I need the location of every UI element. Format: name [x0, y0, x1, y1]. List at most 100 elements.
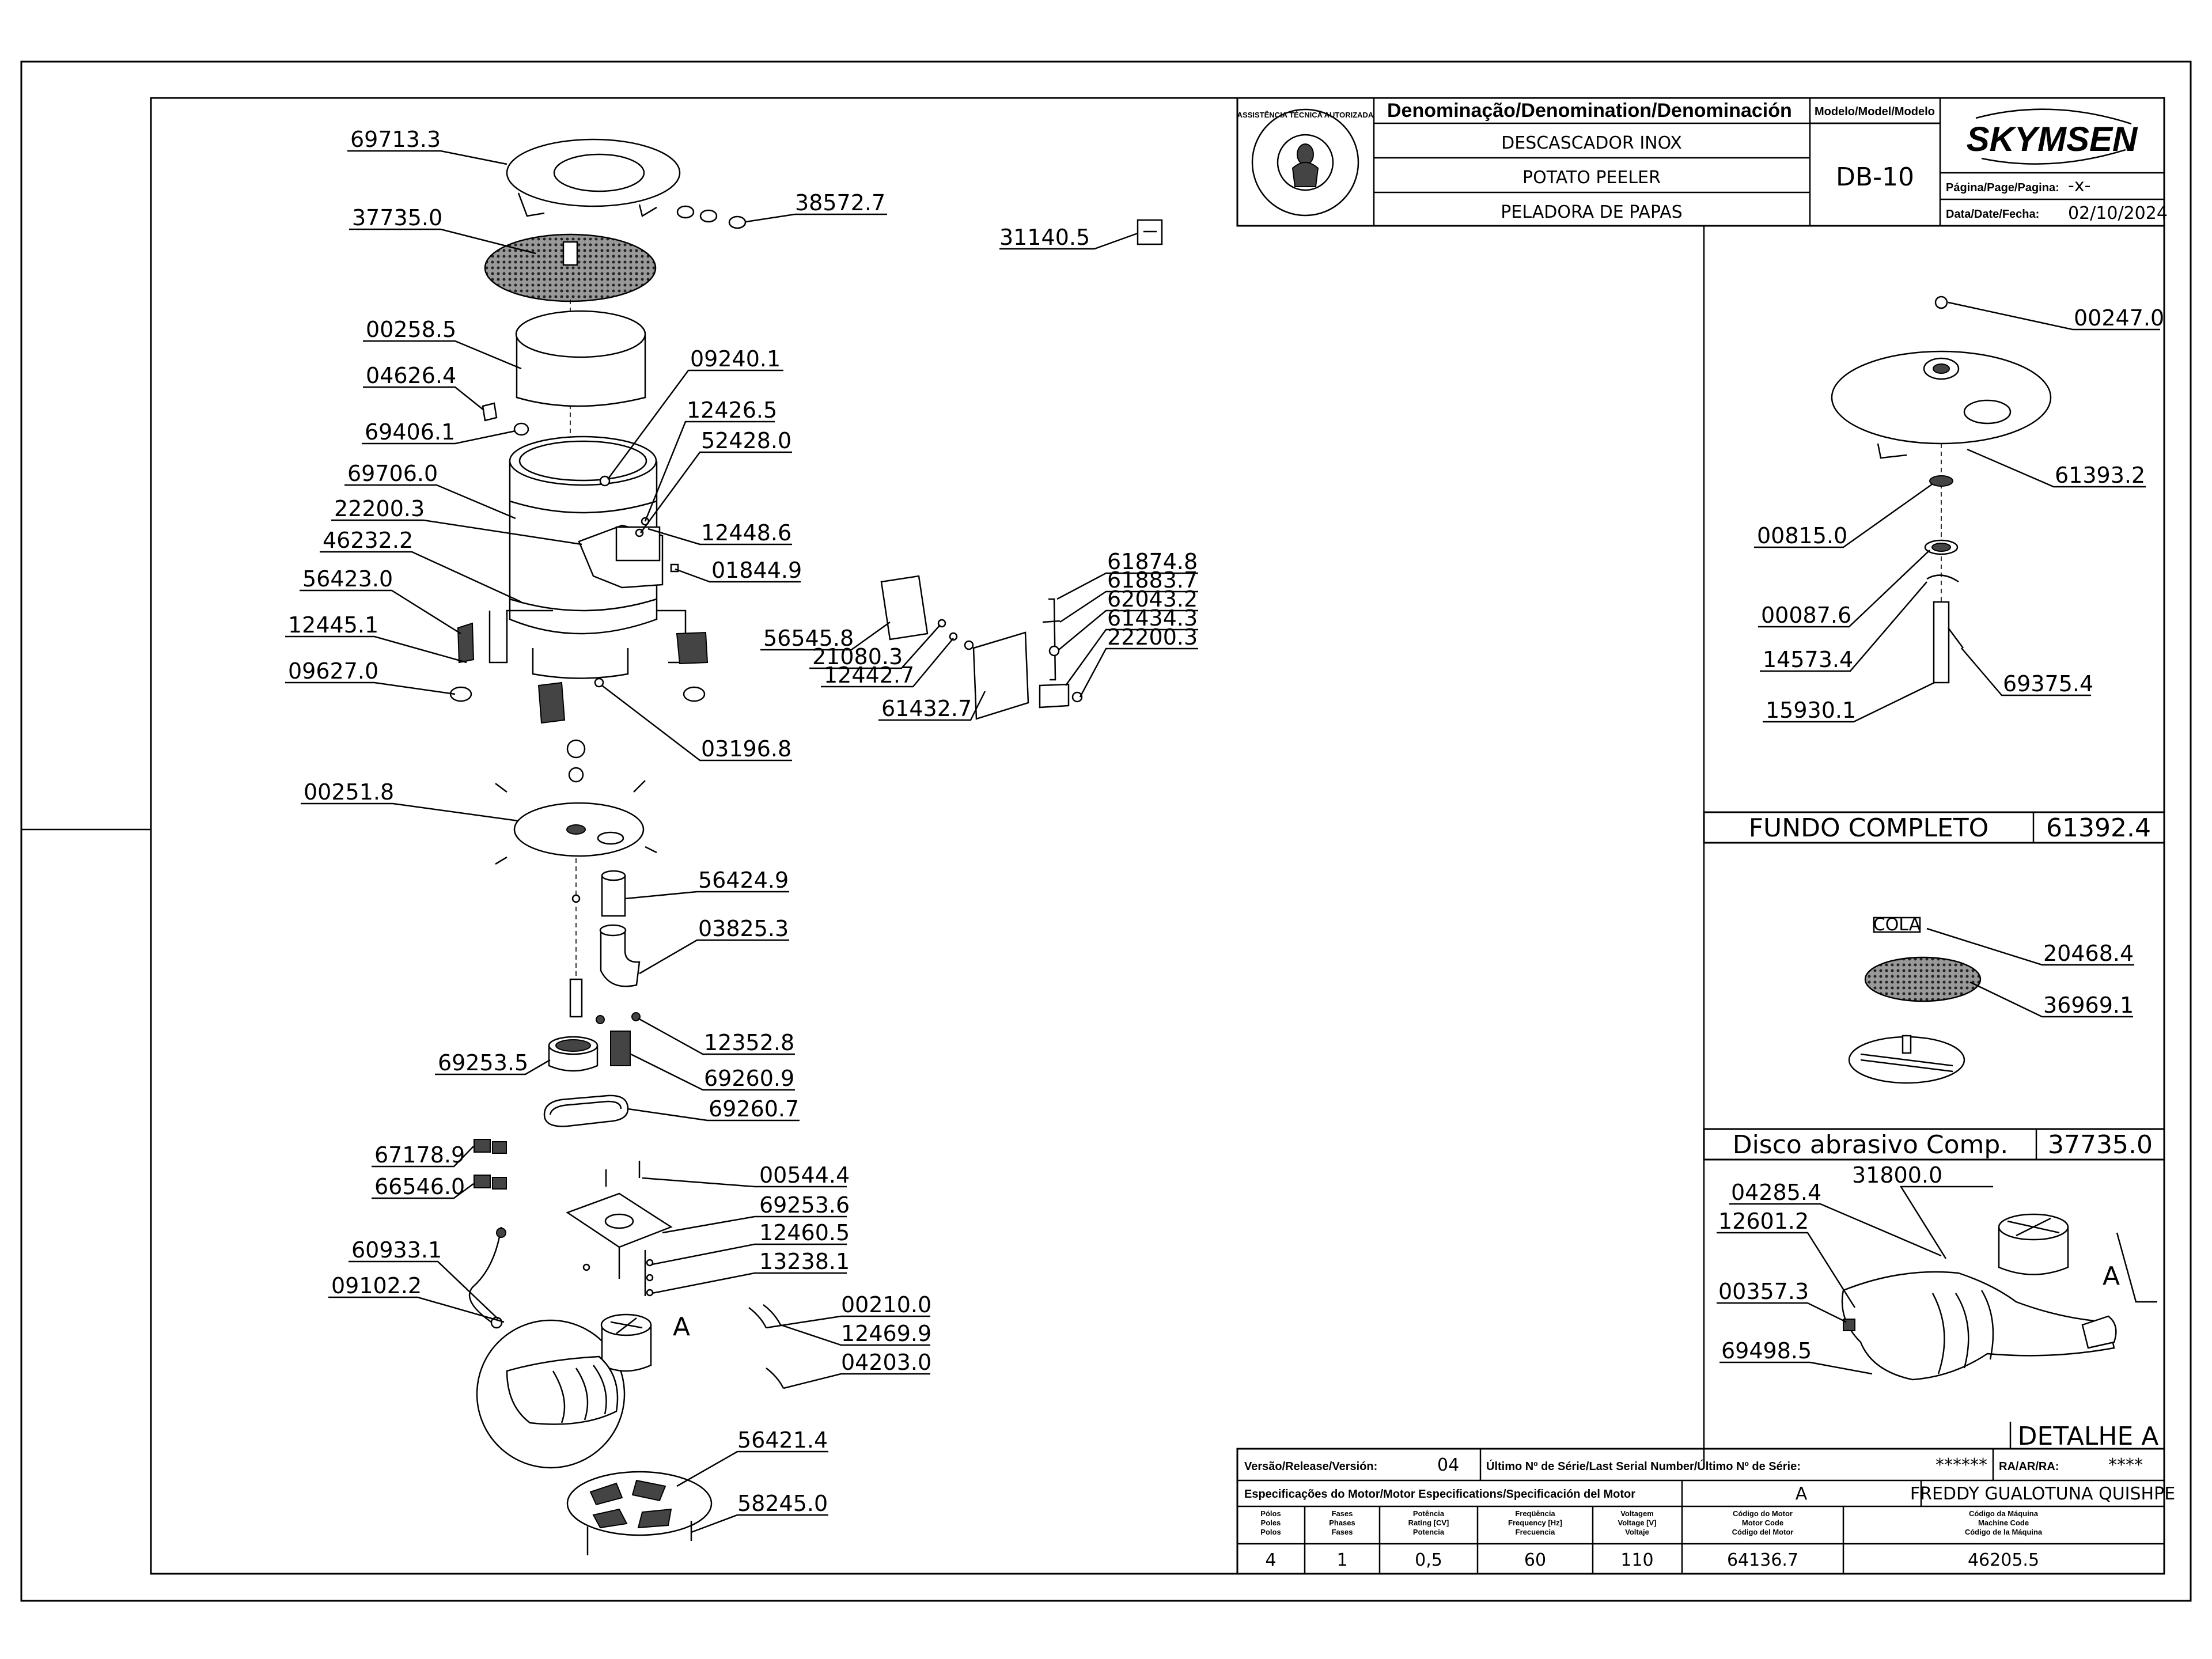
footer-table: Versão/Release/Versión: 04 Último Nº de … — [1236, 1448, 2175, 1575]
seal-text: ASSISTÊNCIA TÉCNICA AUTORIZADA — [1237, 111, 1374, 119]
label-37735-0: 37735.0 — [352, 205, 442, 230]
label-61883-7: 61883.7 — [1107, 567, 1198, 593]
col-voltage-h1: Voltagem — [1620, 1509, 1654, 1518]
label-56545-8: 56545.8 — [763, 626, 854, 651]
title-block: ASSISTÊNCIA TÉCNICA AUTORIZADA Denominaç… — [1236, 97, 2168, 227]
disco-abrasivo-panel: COLA 20468.4 36969.1 Disco abrasivo Comp… — [1703, 915, 2165, 1161]
detalhe-title: DETALHE A — [2018, 1422, 2159, 1451]
motor-spec-value: A — [1796, 1484, 1808, 1504]
label-03196-8: 03196.8 — [701, 736, 791, 762]
label-69260-9: 69260.9 — [704, 1066, 794, 1091]
col-machine-code-h1: Código da Máquina — [1969, 1509, 2039, 1518]
label-61874-8: 61874.8 — [1107, 549, 1198, 574]
label-00247-0: 00247.0 — [2074, 305, 2164, 331]
date-label: Data/Date/Fecha: — [1946, 208, 2039, 221]
label-56421-4: 56421.4 — [737, 1427, 828, 1453]
label-60933-1: 60933.1 — [351, 1237, 442, 1263]
label-69498-5: 69498.5 — [1721, 1338, 1812, 1363]
label-61434-3: 61434.3 — [1107, 605, 1198, 631]
label-22200-3-b: 22200.3 — [1107, 624, 1198, 650]
label-12469-9: 12469.9 — [841, 1321, 931, 1346]
label-61393-2: 61393.2 — [2055, 463, 2145, 488]
label-31800-0: 31800.0 — [1852, 1162, 1942, 1188]
label-01844-9: 01844.9 — [711, 558, 802, 583]
label-31140-5: 31140.5 — [999, 225, 1090, 250]
label-15930-1: 15930.1 — [1766, 698, 1856, 723]
col-phases-h3: Fases — [1332, 1528, 1353, 1536]
label-12601-2: 12601.2 — [1718, 1209, 1809, 1234]
abrasive-mesh — [1864, 956, 1982, 1002]
fundo-completo-panel: 00247.0 61393.2 00815.0 00087.6 14573.4 … — [1703, 226, 2165, 1463]
name-pt: DESCASCADOR INOX — [1501, 133, 1682, 153]
version-label: Versão/Release/Versión: — [1244, 1460, 1377, 1473]
col-motor-code-h3: Código del Motor — [1732, 1528, 1794, 1536]
label-00251-8: 00251.8 — [304, 779, 394, 805]
skymsen-logo: SKYMSEN — [1967, 108, 2138, 165]
col-motor-code-value: 64136.7 — [1727, 1550, 1798, 1570]
label-46232-2: 46232.2 — [323, 528, 413, 553]
label-04203-0: 04203.0 — [841, 1350, 931, 1375]
page-label: Página/Page/Pagina: — [1946, 181, 2059, 194]
label-56424-9: 56424.9 — [698, 868, 789, 893]
label-66546-0: 66546.0 — [374, 1174, 465, 1199]
col-phases-h1: Fases — [1332, 1509, 1353, 1518]
label-61432-7: 61432.7 — [881, 696, 972, 721]
col-rating-h3: Potencia — [1413, 1528, 1445, 1536]
denomination-header: Denominação/Denomination/Denominación — [1387, 100, 1792, 122]
label-69253-5: 69253.5 — [438, 1050, 528, 1075]
model-header: Modelo/Model/Modelo — [1815, 105, 1935, 118]
label-00544-4: 00544.4 — [759, 1162, 850, 1188]
label-12460-5: 12460.5 — [759, 1220, 850, 1245]
col-motor-code-h1: Código do Motor — [1733, 1509, 1793, 1518]
motor-spec-label: Especificações do Motor/Motor Especifica… — [1244, 1488, 1635, 1501]
col-phases-h2: Phases — [1329, 1518, 1355, 1527]
col-voltage-value: 110 — [1620, 1550, 1653, 1570]
label-22200-3-a: 22200.3 — [334, 496, 425, 521]
label-04285-4: 04285.4 — [1731, 1180, 1821, 1205]
label-62043-2: 62043.2 — [1107, 586, 1198, 612]
disco-title: Disco abrasivo Comp. — [1733, 1130, 2009, 1160]
col-frequency-h1: Freqüência — [1515, 1509, 1555, 1518]
serial-label: Último Nº de Série/Last Serial Number/Úl… — [1486, 1459, 1801, 1473]
drive-belt — [543, 1094, 629, 1127]
col-rating-value: 0,5 — [1415, 1550, 1442, 1570]
label-67178-9: 67178.9 — [374, 1142, 465, 1168]
col-motor-code-h2: Motor Code — [1742, 1518, 1783, 1527]
name-en: POTATO PEELER — [1522, 168, 1661, 188]
ra-label: RA/AR/RA: — [1999, 1460, 2059, 1473]
version-value: 04 — [1437, 1455, 1459, 1475]
label-09627-0: 09627.0 — [288, 658, 378, 684]
model-value: DB-10 — [1836, 162, 1914, 192]
label-12352-8: 12352.8 — [704, 1030, 794, 1055]
col-phases-value: 1 — [1336, 1550, 1347, 1570]
brand-name: SKYMSEN — [1967, 120, 2138, 158]
label-00210-0: 00210.0 — [841, 1292, 931, 1317]
col-poles-h3: Polos — [1260, 1528, 1281, 1536]
col-rating-h1: Potência — [1413, 1509, 1445, 1518]
disco-code: 37735.0 — [2048, 1130, 2153, 1160]
col-frequency-h3: Frecuencia — [1516, 1528, 1555, 1536]
lid-ring — [506, 138, 681, 207]
label-14573-4: 14573.4 — [1763, 647, 1853, 672]
label-09102-2: 09102.2 — [331, 1273, 422, 1298]
label-52428-0: 52428.0 — [701, 428, 791, 453]
label-12448-6: 12448.6 — [701, 520, 791, 546]
label-12426-5: 12426.5 — [687, 397, 777, 423]
detalhe-a-panel: A 31800.0 04285.4 12601.2 00357.3 69498.… — [1717, 1162, 2164, 1451]
label-58245-0: 58245.0 — [737, 1491, 828, 1516]
label-00087-6: 00087.6 — [1761, 603, 1851, 628]
main-callouts: 69713.3 37735.0 38572.7 31140.5 00258.5 … — [285, 127, 1198, 1533]
label-56423-0: 56423.0 — [302, 566, 393, 592]
col-poles-h2: Poles — [1261, 1518, 1281, 1527]
col-machine-code-h2: Machine Code — [1978, 1518, 2029, 1527]
label-00357-3: 00357.3 — [1718, 1279, 1809, 1304]
col-machine-code-value: 46205.5 — [1968, 1550, 2039, 1570]
serial-value: ****** — [1936, 1455, 1987, 1475]
label-21080-3: 21080.3 — [812, 644, 903, 669]
col-machine-code-h3: Código de la Máquina — [1965, 1528, 2043, 1536]
label-36969-1: 36969.1 — [2043, 993, 2134, 1018]
col-poles-h1: Pólos — [1260, 1509, 1281, 1518]
fundo-code: 61392.4 — [2046, 813, 2151, 843]
label-09240-1: 09240.1 — [690, 346, 781, 372]
